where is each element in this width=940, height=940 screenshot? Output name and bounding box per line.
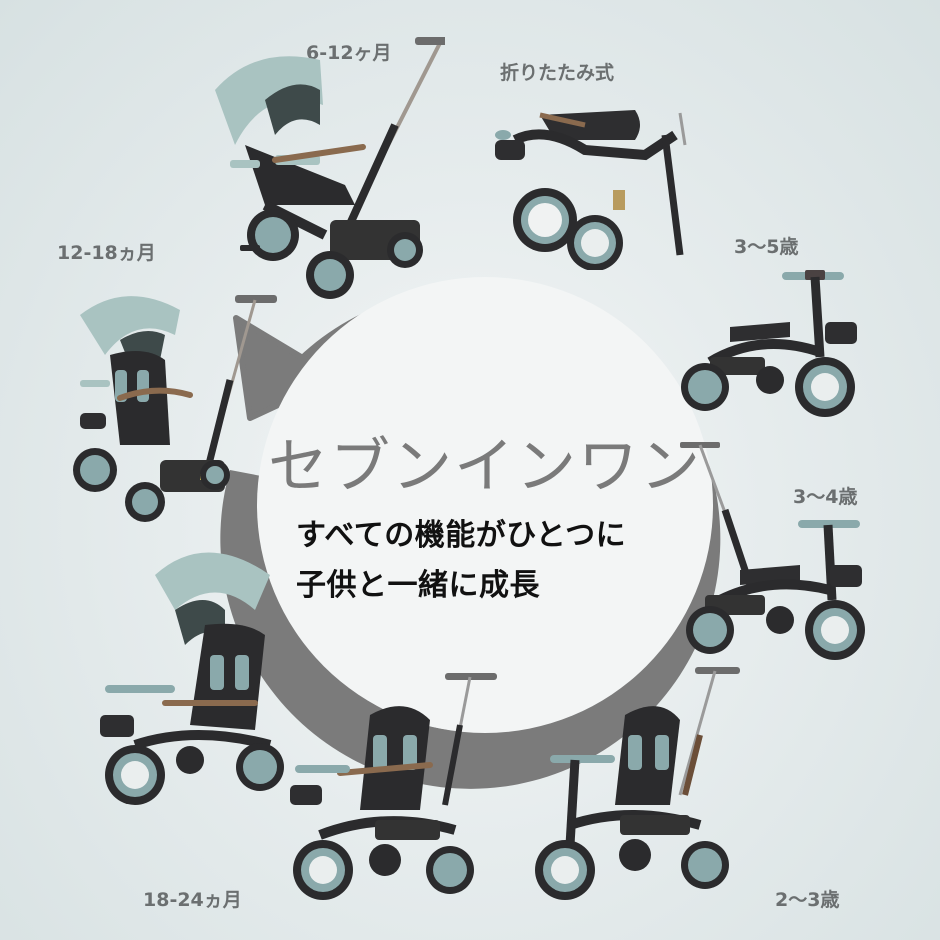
stage-label-18-24m: 18-24ヵ月 — [143, 889, 242, 911]
stage-label-6-12m: 6-12ヶ月 — [306, 42, 392, 64]
tricycle-6-12m-image — [215, 37, 445, 299]
stage-label-12-18m: 12-18ヵ月 — [57, 242, 156, 264]
tricycle-folded-image — [495, 110, 687, 270]
tagline-line-1: すべての機能がひとつに — [296, 518, 627, 553]
tricycle-canopy-upright-lower-image — [100, 552, 284, 805]
product-title: セブンインワン — [268, 432, 702, 502]
tricycle-12-18m-image — [73, 295, 277, 522]
stage-label-3-5y: 3〜5歳 — [734, 236, 799, 258]
stage-label-2-3y: 2〜3歳 — [775, 889, 840, 911]
stage-label-folded: 折りたたみ式 — [500, 62, 615, 84]
tagline-line-2: 子供と一緒に成長 — [296, 568, 540, 603]
tricycle-18-24m-image — [290, 673, 497, 900]
stage-label-3-4y: 3〜4歳 — [793, 486, 858, 508]
tricycle-2-3y-image — [535, 667, 740, 900]
tricycle-3-5y-image — [681, 270, 857, 417]
tricycle-3-4y-image — [680, 442, 865, 660]
